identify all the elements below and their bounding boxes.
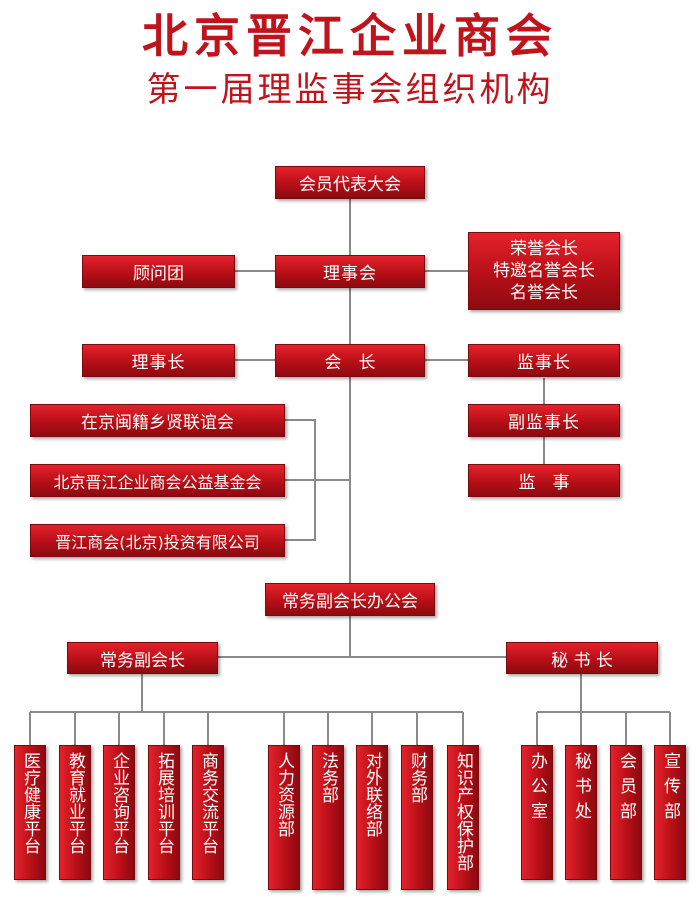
department-box-3: 对外联络部 (356, 745, 388, 890)
node-assoc-2: 北京晋江企业商会公益基金会 (30, 464, 285, 497)
node-office-meeting: 常务副会长办公会 (265, 583, 435, 616)
node-assoc-1: 在京闽籍乡贤联谊会 (30, 404, 285, 437)
department-box-4: 财务部 (401, 745, 433, 890)
node-vice-supervisor: 副监事长 (468, 404, 620, 437)
honorary-line-2: 特邀名誉会长 (493, 261, 595, 281)
secretariat-box-3: 会员部 (610, 745, 642, 880)
honorary-line-1: 荣誉会长 (510, 239, 578, 259)
node-secretary-general: 秘 书 长 (506, 642, 658, 674)
node-assoc-3: 晋江商会(北京)投资有限公司 (30, 524, 285, 557)
node-chief-supervisor: 监事长 (468, 344, 620, 377)
platform-box-5: 商务交流平台 (192, 745, 224, 880)
platform-box-2: 教育就业平台 (59, 745, 91, 880)
node-honorary: 荣誉会长 特邀名誉会长 名誉会长 (468, 232, 620, 310)
secretariat-box-1: 办公室 (521, 745, 553, 880)
node-supervisor: 监 事 (468, 464, 620, 497)
platform-box-1: 医疗健康平台 (14, 745, 46, 880)
node-president: 会 长 (275, 344, 425, 377)
secretariat-box-4: 宣传部 (654, 745, 686, 880)
secretariat-box-2: 秘书处 (565, 745, 597, 880)
department-box-2: 法务部 (312, 745, 344, 890)
page-subtitle: 第一届理监事会组织机构 (146, 70, 554, 110)
platform-box-4: 拓展培训平台 (148, 745, 180, 880)
node-congress: 会员代表大会 (275, 166, 425, 199)
honorary-line-3: 名誉会长 (510, 283, 578, 303)
node-chairman-board: 理事长 (82, 344, 235, 377)
page-title: 北京晋江企业商会 (142, 9, 558, 63)
department-box-1: 人力资源部 (268, 745, 300, 890)
node-advisors: 顾问团 (82, 255, 235, 288)
node-board: 理事会 (275, 255, 425, 288)
node-exec-vp: 常务副会长 (67, 642, 218, 674)
platform-box-3: 企业咨询平台 (103, 745, 135, 880)
department-box-5: 知识产权保护部 (447, 745, 479, 890)
